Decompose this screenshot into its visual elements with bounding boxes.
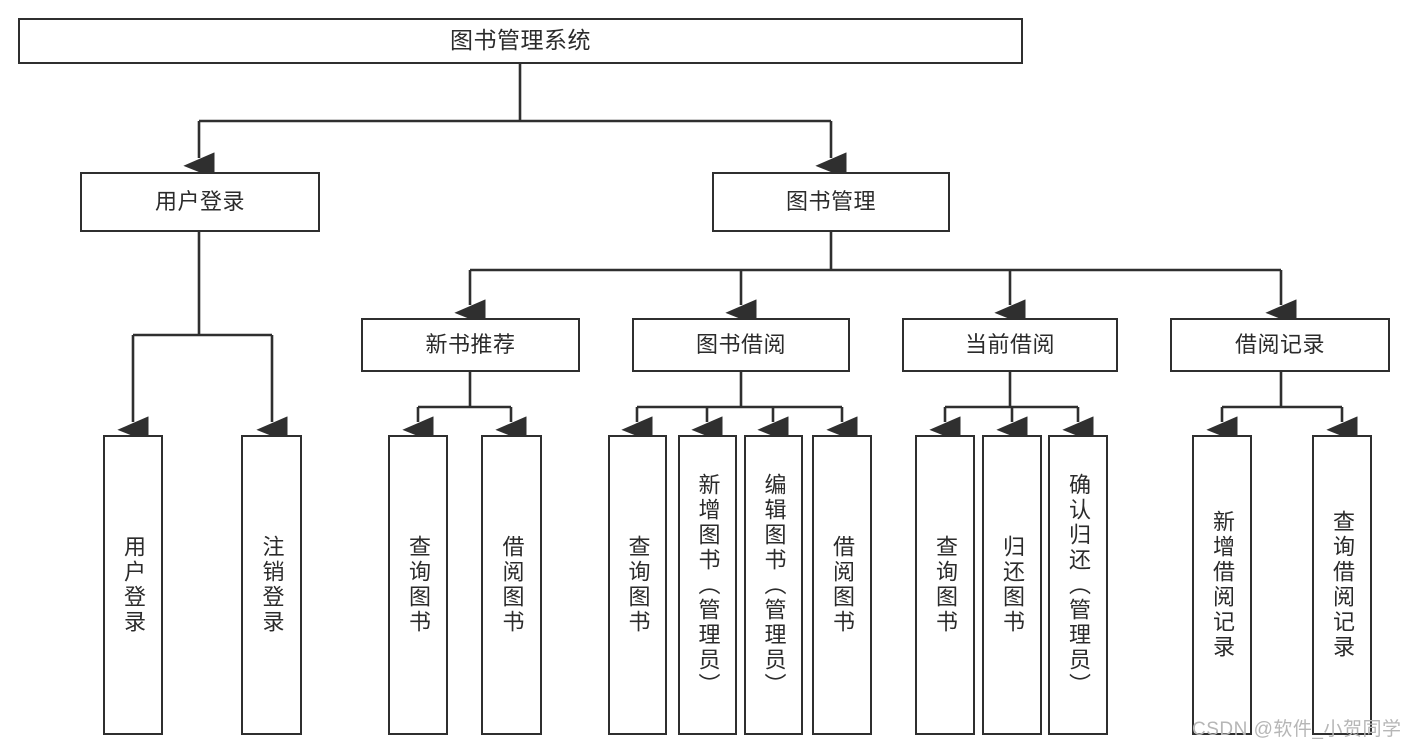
- node-label: 归还图书: [999, 535, 1025, 635]
- node-book-management[interactable]: 图书管理: [712, 172, 950, 232]
- node-label: 当前借阅: [964, 332, 1055, 358]
- node-label: 注销登录: [259, 535, 285, 635]
- node-current-borrow[interactable]: 当前借阅: [902, 318, 1118, 372]
- node-label: 图书借阅: [695, 332, 786, 358]
- leaf-query-borrow-record[interactable]: 查询借阅记录: [1312, 435, 1372, 735]
- leaf-edit-book-admin[interactable]: 编辑图书（管理员）: [744, 435, 803, 735]
- node-label: 借阅记录: [1234, 332, 1325, 358]
- node-label: 用户登录: [120, 535, 146, 635]
- leaf-borrow-book[interactable]: 借阅图书: [812, 435, 872, 735]
- node-label: 查询图书: [932, 535, 958, 635]
- node-label: 查询借阅记录: [1329, 510, 1355, 660]
- leaf-confirm-return-admin[interactable]: 确认归还（管理员）: [1048, 435, 1108, 735]
- node-label: 借阅图书: [499, 535, 525, 635]
- leaf-query-book-current[interactable]: 查询图书: [915, 435, 975, 735]
- node-label: 确认归还（管理员）: [1065, 472, 1091, 698]
- node-label: 查询图书: [405, 535, 431, 635]
- leaf-query-book-borrow[interactable]: 查询图书: [608, 435, 667, 735]
- node-label: 新增借阅记录: [1209, 510, 1235, 660]
- node-label: 查询图书: [625, 535, 651, 635]
- leaf-return-book[interactable]: 归还图书: [982, 435, 1042, 735]
- leaf-logout-login[interactable]: 注销登录: [241, 435, 302, 735]
- node-label: 用户登录: [154, 189, 245, 215]
- leaf-user-login[interactable]: 用户登录: [103, 435, 163, 735]
- node-label: 图书管理系统: [450, 27, 591, 54]
- csdn-watermark: CSDN @软件_小贺同学: [1192, 719, 1402, 740]
- leaf-borrow-book-recommend[interactable]: 借阅图书: [481, 435, 542, 735]
- leaf-add-book-admin[interactable]: 新增图书（管理员）: [678, 435, 737, 735]
- node-label: 图书管理: [785, 189, 876, 215]
- node-label: 新增图书（管理员）: [695, 472, 721, 698]
- node-label: 编辑图书（管理员）: [761, 472, 787, 698]
- node-label: 新书推荐: [425, 332, 516, 358]
- node-borrow-record[interactable]: 借阅记录: [1170, 318, 1390, 372]
- node-book-borrow[interactable]: 图书借阅: [632, 318, 850, 372]
- node-user-login[interactable]: 用户登录: [80, 172, 320, 232]
- node-label: 借阅图书: [829, 535, 855, 635]
- leaf-query-book-recommend[interactable]: 查询图书: [388, 435, 448, 735]
- node-root-book-management-system[interactable]: 图书管理系统: [18, 18, 1023, 64]
- leaf-add-borrow-record[interactable]: 新增借阅记录: [1192, 435, 1252, 735]
- node-new-book-recommend[interactable]: 新书推荐: [361, 318, 580, 372]
